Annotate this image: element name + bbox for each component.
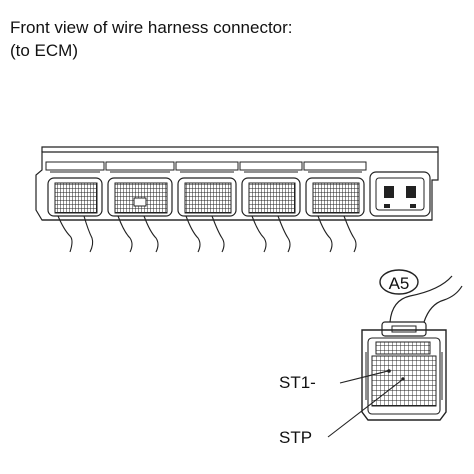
ecm-terminal-block-3 [175, 161, 239, 217]
pin-callout-stp: STP [279, 377, 405, 447]
pin-label-st1: ST1- [279, 373, 316, 392]
ecm-terminal-block-5 [303, 161, 367, 217]
a5-connector-label: A5 [379, 269, 419, 295]
diagram-title: Front view of wire harness connector: [10, 18, 293, 37]
ecm-connector [35, 146, 439, 221]
ecm-power-block [369, 171, 431, 217]
diagram-subtitle: (to ECM) [10, 41, 78, 60]
pin-label-stp: STP [279, 428, 312, 447]
ecm-terminal-block-4 [239, 161, 303, 217]
a5-label-text: A5 [389, 274, 410, 293]
ecm-terminal-block-2 [105, 161, 175, 217]
ecm-connector-top-edge [41, 146, 439, 152]
pin-callout-st1: ST1- [279, 369, 391, 392]
ecm-terminal-block-1 [45, 161, 105, 217]
a5-connector [361, 275, 463, 421]
ecm-wires [57, 215, 357, 253]
